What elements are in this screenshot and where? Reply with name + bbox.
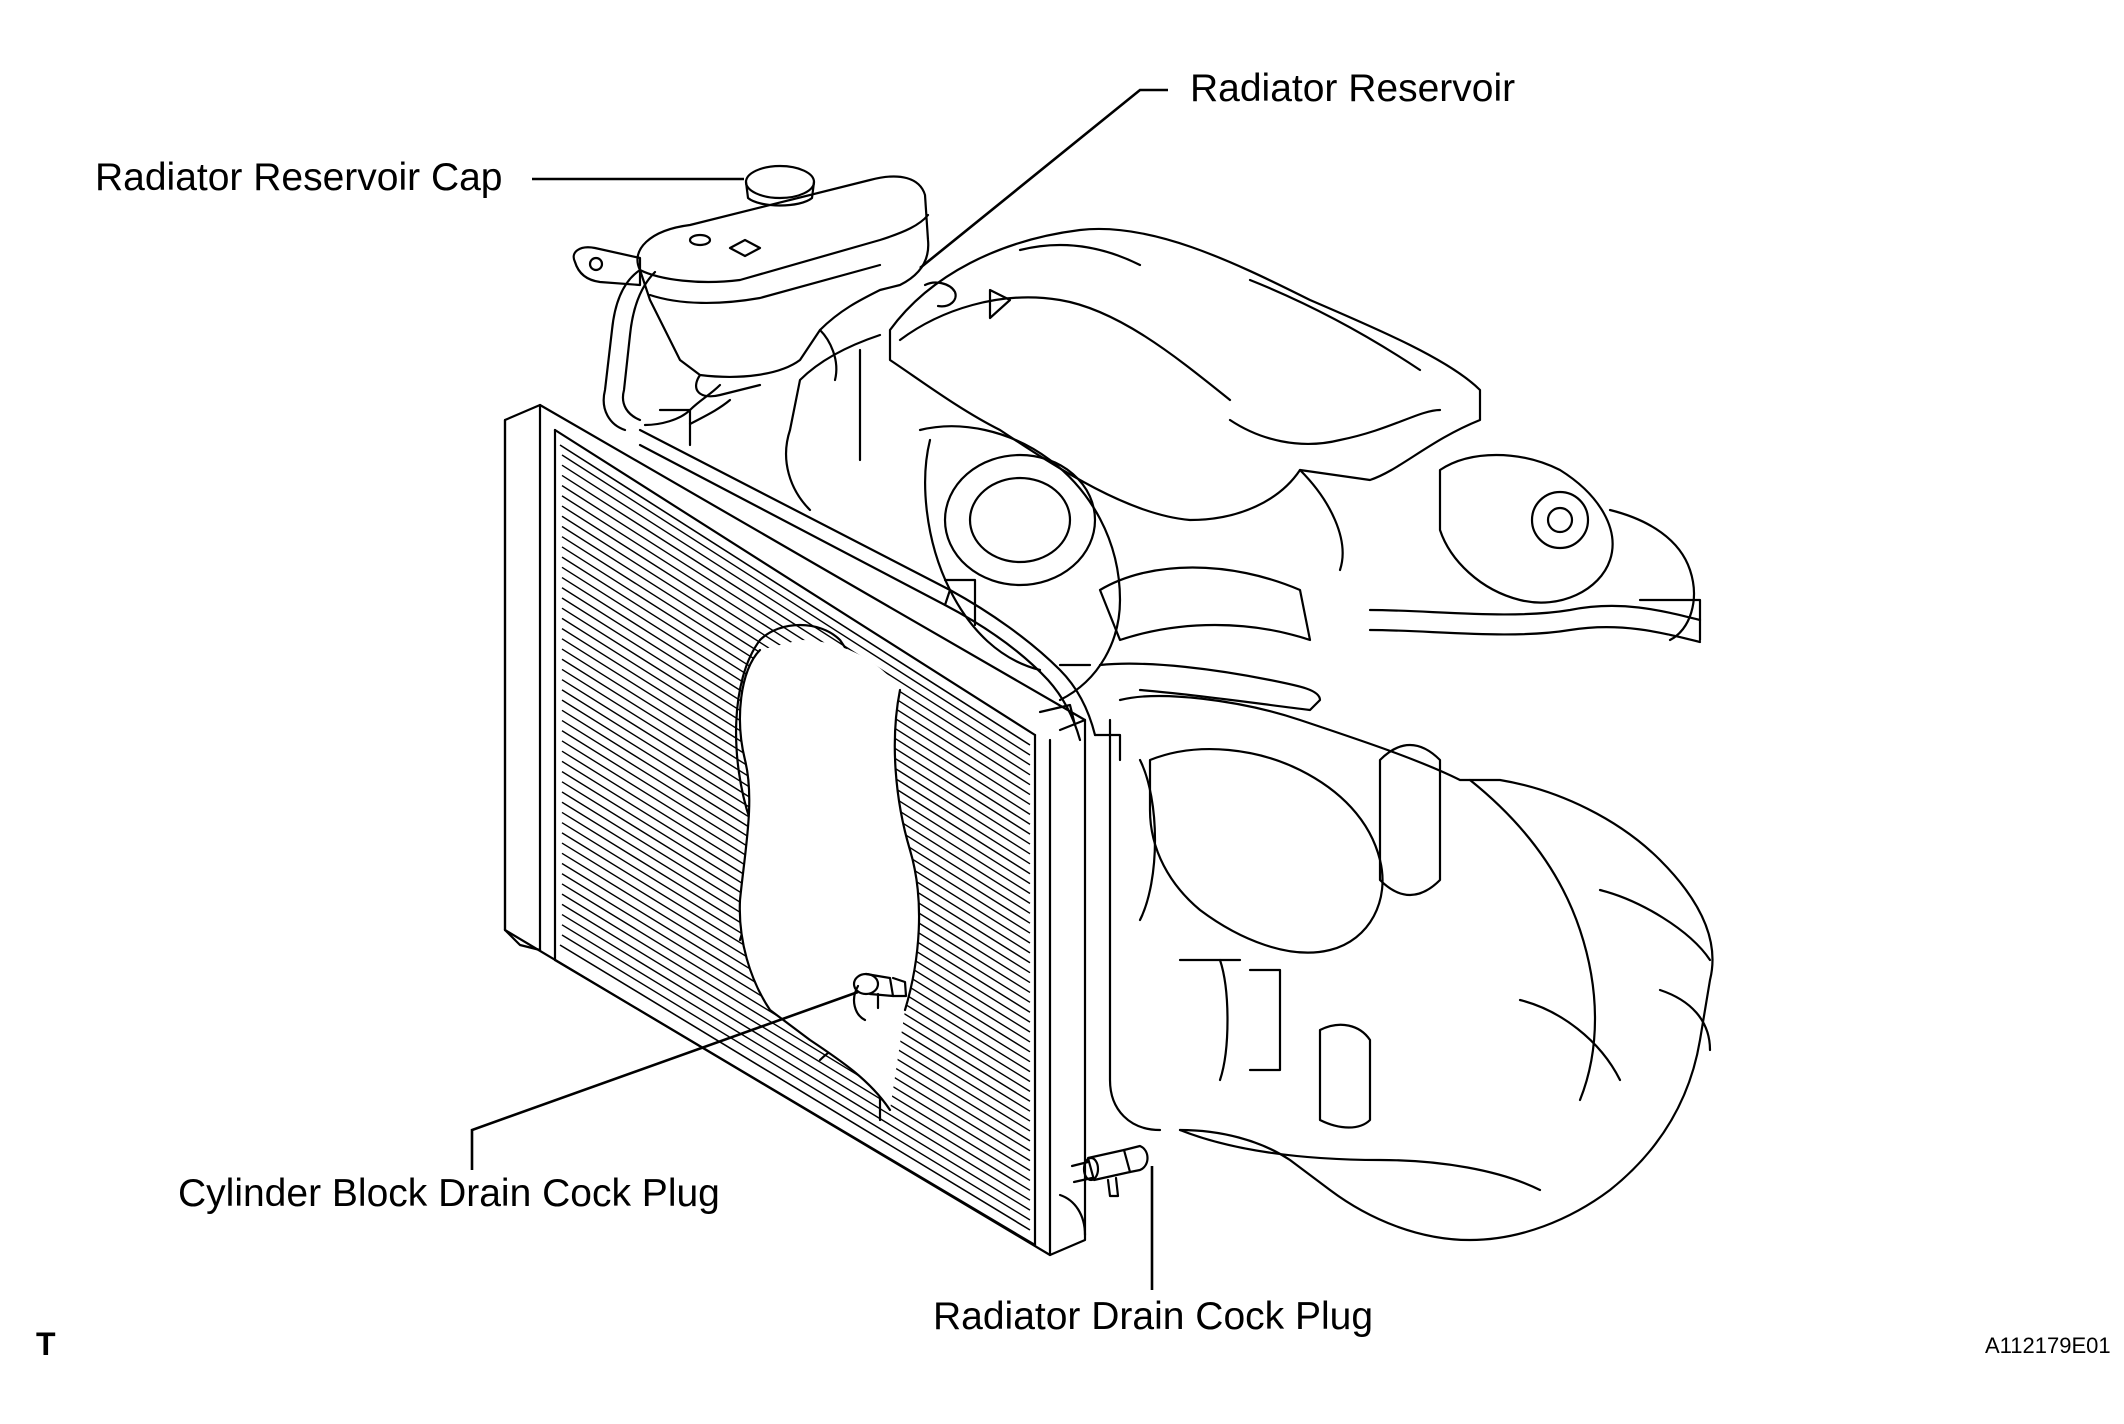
radiator-fin bbox=[561, 893, 1031, 1182]
radiator-fin bbox=[561, 903, 1031, 1191]
cylinder-block-drain-cock-plug bbox=[852, 972, 908, 1022]
radiator bbox=[503, 403, 1087, 1257]
radiator-reservoir bbox=[572, 164, 957, 398]
callout-leaders bbox=[470, 88, 1168, 1290]
radiator-fin bbox=[561, 454, 1031, 756]
label-radiator-drain-cock-plug: Radiator Drain Cock Plug bbox=[933, 1295, 1374, 1338]
label-radiator-reservoir: Radiator Reservoir bbox=[1190, 67, 1516, 110]
radiator-fin bbox=[561, 485, 1031, 786]
label-cylinder-block-drain-cock-plug: Cylinder Block Drain Cock Plug bbox=[178, 1172, 720, 1215]
radiator-fin bbox=[561, 934, 1031, 1221]
label-radiator-reservoir-cap: Radiator Reservoir Cap bbox=[95, 156, 503, 199]
radiator-core-fins bbox=[561, 454, 1031, 1221]
fan-shroud bbox=[738, 648, 921, 1112]
engine-assembly bbox=[734, 227, 1714, 1242]
radiator-fin bbox=[561, 464, 1031, 766]
radiator-fin bbox=[561, 913, 1031, 1201]
leader-reservoir bbox=[919, 88, 1168, 270]
radiator-fin bbox=[561, 474, 1031, 776]
radiator-fin bbox=[561, 924, 1031, 1211]
reservoir-hose bbox=[602, 268, 732, 432]
view-code: T bbox=[36, 1326, 56, 1362]
figure-id: A112179E01 bbox=[1985, 1333, 2111, 1358]
leader-cylinder-drain bbox=[470, 990, 859, 1170]
radiator-drain-cock-plug bbox=[1070, 1144, 1149, 1198]
